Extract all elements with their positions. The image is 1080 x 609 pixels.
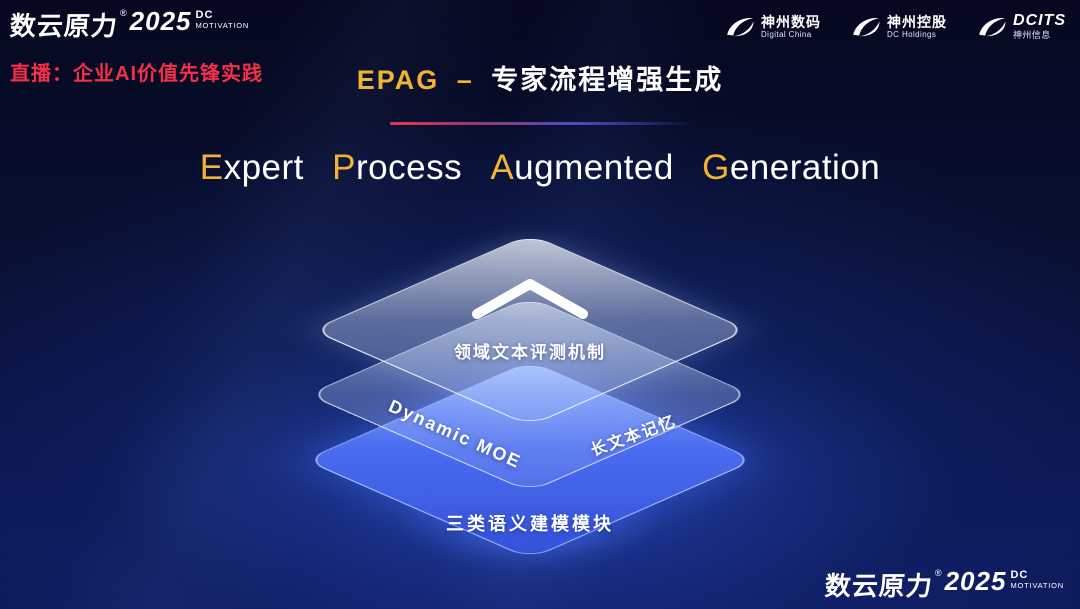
title-word-rest: rocess xyxy=(355,148,463,187)
corporate-logos: 神州数码 Digital China 神州控股 DC Holdings xyxy=(725,12,1066,41)
brand-logo-header: 数云原力 ® 2025 DC MOTIVATION xyxy=(9,6,250,43)
gradient-divider xyxy=(390,122,690,125)
chevron-up-icon xyxy=(462,268,598,333)
title-word-initial: P xyxy=(332,148,356,187)
brand-subtitle: DC MOTIVATION xyxy=(195,9,250,30)
registered-trademark: ® xyxy=(120,8,127,18)
logo-secondary-name: DC Holdings xyxy=(887,29,937,39)
logo-primary-name: 神州数码 xyxy=(761,13,821,30)
title-word-rest: ugmented xyxy=(514,148,674,187)
brand-dc-label: DC xyxy=(195,9,214,21)
brand-year: 2025 xyxy=(129,6,192,36)
title-word-initial: E xyxy=(199,148,224,187)
title-word: Expert xyxy=(200,148,304,187)
logo-primary-name: 神州控股 xyxy=(887,13,947,30)
swoosh-icon xyxy=(977,15,1007,38)
logo-secondary-name: 神州信息 xyxy=(1013,30,1051,41)
live-stream-label: 直播：企业AI价值先锋实践 xyxy=(10,63,263,85)
logo-dc-holdings: 神州控股 DC Holdings xyxy=(851,14,947,39)
registered-trademark: ® xyxy=(934,568,942,578)
logo-text: 神州控股 DC Holdings xyxy=(887,14,947,39)
brand-motivation-label: MOTIVATION xyxy=(1010,580,1064,590)
swoosh-icon xyxy=(851,15,881,38)
title-word: Generation xyxy=(702,148,880,187)
heading-dash: – xyxy=(456,65,474,95)
layer-top-label: 领域文本评测机制 xyxy=(454,343,606,362)
title-word-initial: G xyxy=(702,148,730,187)
slide-heading: EPAG – 专家流程增强生成 xyxy=(0,58,1080,97)
logo-primary-name: DCITS xyxy=(1013,12,1066,29)
logo-dcits: DCITS 神州信息 xyxy=(977,12,1066,41)
logo-digital-china: 神州数码 Digital China xyxy=(725,14,821,39)
title-word: Process xyxy=(332,148,462,187)
brand-year: 2025 xyxy=(944,566,1007,596)
swoosh-icon xyxy=(725,15,755,38)
title-word: Augmented xyxy=(490,148,674,187)
brand-subtitle: DC MOTIVATION xyxy=(1010,569,1064,590)
title-word-initial: A xyxy=(490,148,515,187)
brand-wordmark: 数云原力 xyxy=(823,571,934,601)
layer-bottom-label: 三类语义建模模块 xyxy=(446,514,614,534)
brand-dc-label: DC xyxy=(1010,569,1029,581)
brand-motivation-label: MOTIVATION xyxy=(195,20,250,30)
page-title: Expert Process Augmented Generation xyxy=(0,148,1080,188)
heading-acronym: EPAG xyxy=(356,65,440,95)
title-word-rest: xpert xyxy=(223,148,304,187)
logo-text: 神州数码 Digital China xyxy=(761,14,821,39)
logo-secondary-name: Digital China xyxy=(761,29,812,39)
title-word-rest: eneration xyxy=(729,148,881,187)
logo-text: DCITS 神州信息 xyxy=(1013,12,1066,41)
heading-chinese-title: 专家流程增强生成 xyxy=(491,65,724,95)
brand-logo-footer: 数云原力 ® 2025 DC MOTIVATION xyxy=(823,566,1064,603)
